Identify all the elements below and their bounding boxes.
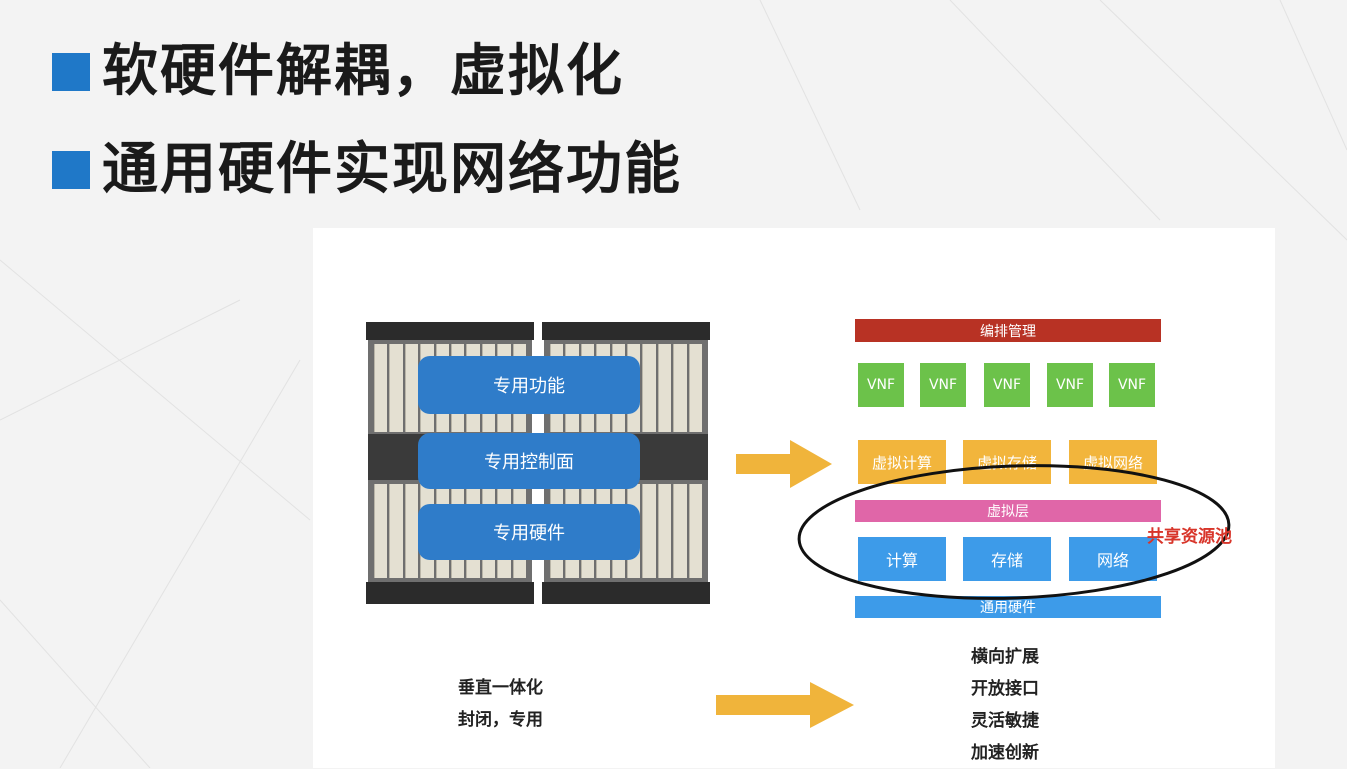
vnf-box: VNF xyxy=(984,363,1030,407)
dedicated-hardware-label: 专用硬件 xyxy=(418,504,640,560)
dedicated-control-plane-label: 专用控制面 xyxy=(418,433,640,489)
orchestration-bar: 编排管理 xyxy=(855,319,1161,342)
vnf-box: VNF xyxy=(1047,363,1093,407)
caption-line: 加速创新 xyxy=(971,743,1039,763)
left-caption: 垂直一体化 封闭，专用 xyxy=(458,672,543,736)
shared-pool-label: 共享资源池 xyxy=(1147,527,1232,547)
bullet-line-1: 软硬件解耦，虚拟化 xyxy=(52,44,624,100)
bullet-square-icon xyxy=(52,53,90,91)
bullet-text: 软硬件解耦，虚拟化 xyxy=(102,39,624,104)
dedicated-function-label: 专用功能 xyxy=(418,356,640,414)
caption-line: 开放接口 xyxy=(971,679,1039,699)
vnf-box: VNF xyxy=(858,363,904,407)
virtual-layer-bar: 虚拟层 xyxy=(855,500,1161,522)
caption-line: 封闭，专用 xyxy=(458,710,543,730)
vnf-box: VNF xyxy=(1109,363,1155,407)
caption-line: 灵活敏捷 xyxy=(971,711,1039,731)
compute-box: 计算 xyxy=(858,537,946,581)
bullet-text: 通用硬件实现网络功能 xyxy=(102,137,682,202)
caption-line: 垂直一体化 xyxy=(458,678,543,698)
vnf-box: VNF xyxy=(920,363,966,407)
caption-line: 横向扩展 xyxy=(971,647,1039,667)
arrow-right-icon xyxy=(716,682,854,728)
bullet-line-2: 通用硬件实现网络功能 xyxy=(52,142,682,198)
shared-pool-ellipse xyxy=(797,464,1231,600)
common-hardware-bar: 通用硬件 xyxy=(855,596,1161,618)
bullet-square-icon xyxy=(52,151,90,189)
right-caption: 横向扩展 开放接口 灵活敏捷 加速创新 xyxy=(971,641,1039,769)
network-box: 网络 xyxy=(1069,537,1157,581)
storage-box: 存储 xyxy=(963,537,1051,581)
virtual-compute-box: 虚拟计算 xyxy=(858,440,946,484)
arrow-right-icon xyxy=(736,440,832,488)
